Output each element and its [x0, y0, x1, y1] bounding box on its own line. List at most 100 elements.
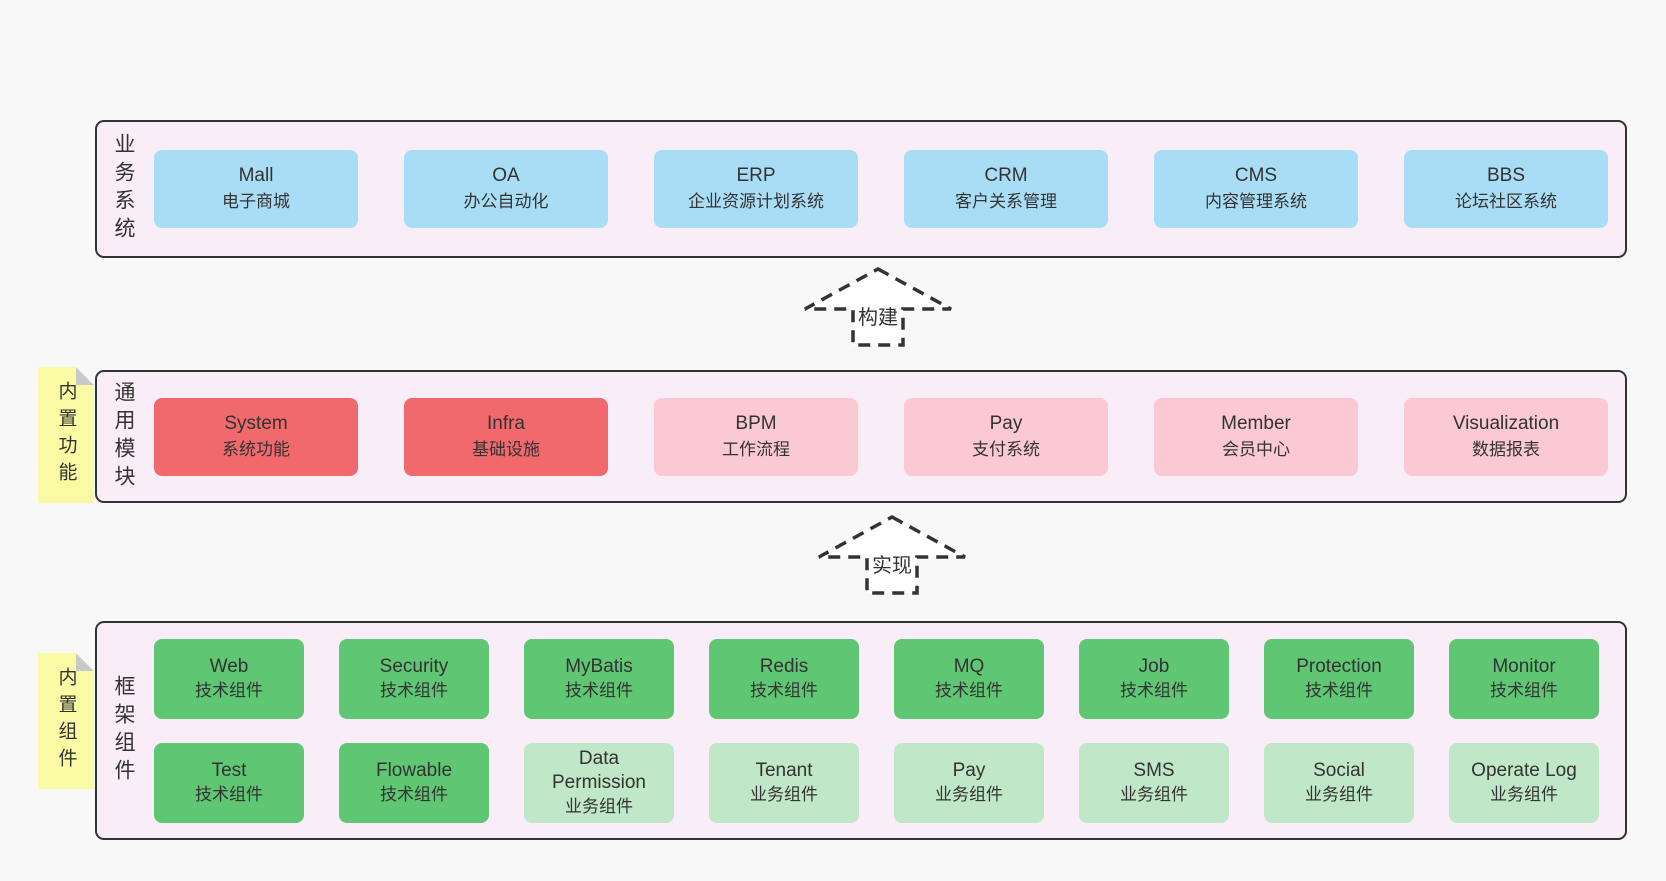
box-title: Operate Log	[1471, 759, 1577, 781]
sticky-note-label: 内置功能	[55, 381, 77, 489]
box-subtitle: 基础设施	[472, 439, 540, 459]
box-subtitle: 业务组件	[1490, 784, 1558, 804]
sticky-note-label: 内置组件	[55, 667, 77, 775]
box-title: BBS	[1486, 165, 1526, 186]
box-subtitle: 企业资源计划系统	[688, 192, 824, 211]
box-title: CRM	[984, 165, 1028, 186]
layer-label-business-systems: 业务系统	[112, 133, 135, 245]
arrow-build: 构建	[798, 266, 958, 348]
box-crm: CRM 客户关系管理	[904, 150, 1108, 228]
box-subtitle: 技术组件	[380, 784, 448, 804]
box-subtitle: 业务组件	[935, 784, 1003, 804]
box-mall: Mall 电子商城	[154, 150, 358, 228]
box-bbs: BBS 论坛社区系统	[1404, 150, 1608, 228]
box-bpm: BPM 工作流程	[654, 397, 858, 476]
box-title: Flowable	[375, 759, 453, 781]
sticky-note-built-in-components: 内置组件	[38, 653, 94, 789]
box-subtitle: 技术组件	[195, 680, 263, 700]
layer-common-modules: 通用模块 System 系统功能 Infra 基础设施 BPM 工作流程 Pay 支付系统 Me…	[95, 370, 1627, 503]
box-title: MyBatis	[565, 655, 633, 677]
box-security: Security 技术组件	[339, 638, 489, 719]
box-subtitle: 数据报表	[1472, 439, 1540, 459]
box-title: Infra	[486, 412, 526, 434]
box-monitor: Monitor 技术组件	[1449, 638, 1599, 719]
box-erp: ERP 企业资源计划系统	[654, 150, 858, 228]
box-title: Tenant	[755, 759, 813, 781]
box-title: Member	[1221, 412, 1291, 434]
box-subtitle: 技术组件	[1490, 680, 1558, 700]
box-subtitle: 内容管理系统	[1205, 192, 1307, 211]
box-infra: Infra 基础设施	[404, 397, 608, 476]
box-subtitle: 技术组件	[935, 680, 1003, 700]
box-subtitle: 技术组件	[380, 680, 448, 700]
layer-label-common-modules: 通用模块	[112, 380, 135, 493]
box-subtitle: 技术组件	[1120, 680, 1188, 700]
box-title: Pay	[952, 759, 986, 781]
box-title: Social	[1313, 759, 1365, 781]
box-title: Job	[1138, 655, 1170, 677]
box-title: Test	[211, 759, 247, 781]
box-subtitle: 技术组件	[195, 784, 263, 804]
box-flowable: Flowable 技术组件	[339, 742, 489, 823]
box-subtitle: 业务组件	[750, 784, 818, 804]
box-title: Web	[209, 655, 249, 677]
box-title: ERP	[736, 165, 776, 186]
sticky-note-built-in-features: 内置功能	[38, 367, 94, 503]
box-web: Web 技术组件	[154, 638, 304, 719]
box-subtitle: 会员中心	[1222, 439, 1290, 459]
box-title: Monitor	[1492, 655, 1556, 677]
box-title: Security	[379, 655, 449, 677]
box-subtitle: 客户关系管理	[955, 192, 1057, 211]
box-job: Job 技术组件	[1079, 638, 1229, 719]
box-title: BPM	[735, 412, 777, 434]
layer-label-framework-components: 框架组件	[112, 674, 135, 787]
box-subtitle: 技术组件	[750, 680, 818, 700]
layer-framework-components: 框架组件 Web 技术组件 Security 技术组件 MyBatis 技术组件 Redis…	[95, 621, 1627, 840]
box-mybatis: MyBatis 技术组件	[524, 638, 674, 719]
box-title: OA	[492, 165, 520, 186]
common-modules-row: System 系统功能 Infra 基础设施 BPM 工作流程 Pay 支付系统 Member 会…	[154, 397, 1608, 476]
box-social: Social 业务组件	[1264, 742, 1414, 823]
box-title: System	[224, 412, 288, 434]
box-subtitle: 业务组件	[1305, 784, 1373, 804]
box-title: Pay	[989, 412, 1023, 434]
box-title: Data Permission	[552, 747, 646, 793]
box-subtitle: 业务组件	[565, 796, 633, 816]
box-title: Redis	[759, 655, 809, 677]
box-title: MQ	[953, 655, 985, 677]
box-mq: MQ 技术组件	[894, 638, 1044, 719]
box-subtitle: 论坛社区系统	[1455, 192, 1557, 211]
box-test: Test 技术组件	[154, 742, 304, 823]
box-subtitle: 电子商城	[222, 192, 290, 211]
box-pay: Pay 业务组件	[894, 742, 1044, 823]
arrow-build-label: 构建	[855, 306, 901, 330]
box-cms: CMS 内容管理系统	[1154, 150, 1358, 228]
box-tenant: Tenant 业务组件	[709, 742, 859, 823]
box-title: SMS	[1133, 759, 1175, 781]
box-subtitle: 工作流程	[722, 439, 790, 459]
box-data-permission: Data Permission 业务组件	[524, 742, 674, 823]
box-operate-log: Operate Log 业务组件	[1449, 742, 1599, 823]
box-title: Mall	[238, 165, 274, 186]
box-subtitle: 支付系统	[972, 439, 1040, 459]
box-subtitle: 系统功能	[222, 439, 290, 459]
box-system: System 系统功能	[154, 397, 358, 476]
box-subtitle: 业务组件	[1120, 784, 1188, 804]
box-title: Protection	[1296, 655, 1382, 677]
box-title: CMS	[1234, 165, 1278, 186]
box-protection: Protection 技术组件	[1264, 638, 1414, 719]
box-visualization: Visualization 数据报表	[1404, 397, 1608, 476]
box-title: Visualization	[1452, 412, 1560, 434]
arrow-implement: 实现	[812, 514, 972, 596]
box-member: Member 会员中心	[1154, 397, 1358, 476]
box-sms: SMS 业务组件	[1079, 742, 1229, 823]
box-subtitle: 技术组件	[1305, 680, 1373, 700]
box-subtitle: 技术组件	[565, 680, 633, 700]
